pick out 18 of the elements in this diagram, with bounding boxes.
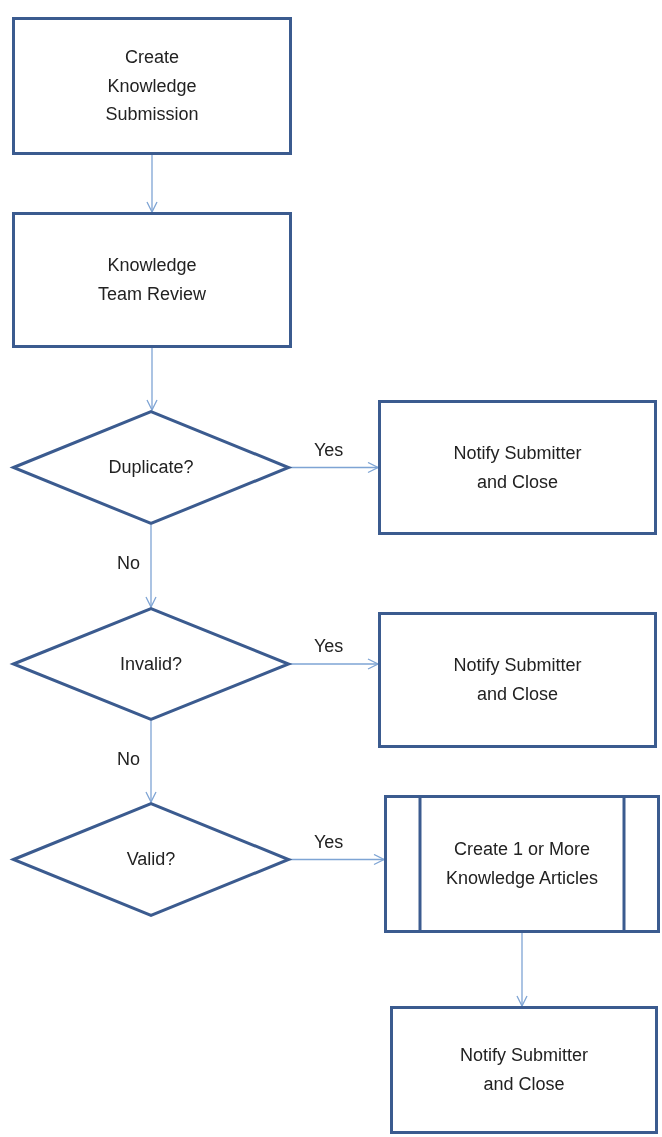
process-box	[378, 612, 657, 748]
node-label: Knowledge Team Review	[96, 254, 207, 306]
node-label: Valid?	[126, 848, 176, 872]
decision-diamond	[12, 410, 290, 525]
node-label: Notify Submitter and Close	[452, 654, 583, 706]
node-label: Notify Submitter and Close	[458, 1044, 589, 1096]
node-label: Create Knowledge Submission	[104, 45, 200, 127]
decision-diamond	[12, 607, 290, 721]
process-box	[378, 400, 657, 535]
process-box	[12, 212, 292, 348]
decision-diamond	[12, 802, 290, 917]
predefined-process-box	[384, 795, 660, 933]
node-label: Notify Submitter and Close	[452, 441, 583, 494]
node-label: Create 1 or More Knowledge Articles	[444, 838, 600, 890]
process-box	[12, 17, 292, 155]
node-label: Invalid?	[119, 652, 182, 676]
node-label: Duplicate?	[108, 456, 194, 480]
process-box	[390, 1006, 658, 1134]
